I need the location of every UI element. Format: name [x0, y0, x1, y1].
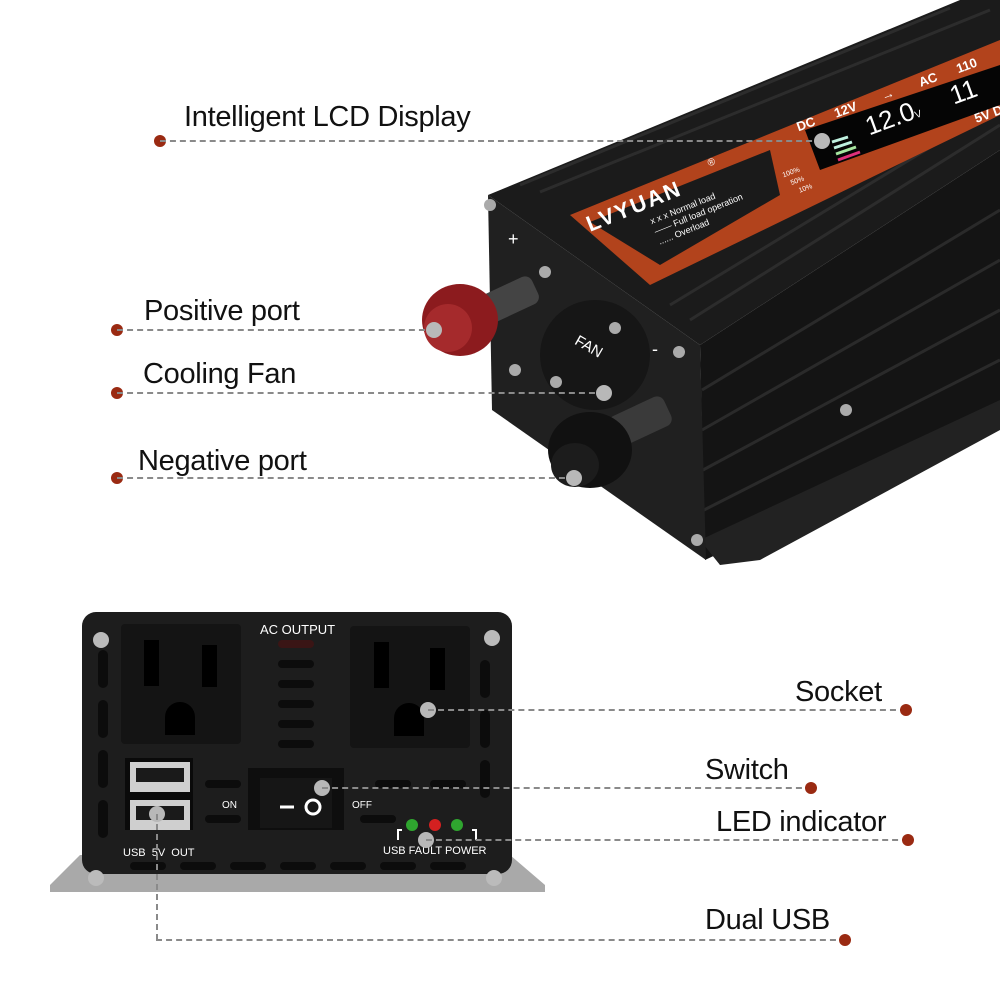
ac-volt-label: 110 [954, 55, 979, 76]
arrow-label: → [879, 85, 896, 104]
led-power [451, 819, 463, 831]
ac-output-label: AC OUTPUT [260, 622, 335, 637]
plus-label: + [508, 229, 519, 249]
leader-line [156, 939, 846, 941]
target-dot [566, 470, 582, 486]
leader-line [117, 477, 575, 479]
callout-cooling-fan: Cooling Fan [143, 358, 297, 390]
leader-line [428, 709, 906, 711]
led-labels: USB FAULT POWER [383, 845, 487, 857]
callout-dot [902, 834, 914, 846]
target-dot [814, 133, 830, 149]
leader-line [160, 140, 822, 142]
level-10: 10% [798, 183, 814, 194]
callout-dot [900, 704, 912, 716]
screws [484, 199, 852, 546]
led-usb [406, 819, 418, 831]
minus-label: - [652, 339, 658, 359]
lcd-screen [805, 65, 1000, 170]
callout-lcd-display: Intelligent LCD Display [184, 101, 471, 133]
negative-terminal [548, 396, 672, 488]
dc-label: DC [794, 113, 817, 134]
leader-line [156, 814, 158, 940]
level-50: 50% [790, 176, 806, 187]
ac-label: AC [917, 69, 940, 90]
positive-terminal [422, 276, 539, 356]
callout-switch: Switch [705, 754, 789, 786]
ac-socket-right[interactable] [350, 626, 470, 748]
callout-positive-port: Positive port [144, 295, 300, 327]
callout-dual-usb: Dual USB [705, 904, 830, 936]
callout-negative-port: Negative port [138, 445, 307, 477]
leader-line [117, 329, 435, 331]
target-dot [596, 385, 612, 401]
callout-dot [805, 782, 817, 794]
power-switch[interactable] [248, 768, 344, 830]
lcd-dc-unit: V [913, 108, 923, 121]
ac-socket-left[interactable] [121, 624, 241, 744]
battery-bars-icon [831, 135, 861, 162]
registered-mark: ® [706, 156, 718, 169]
leader-line [117, 392, 605, 394]
on-label: ON [222, 800, 237, 811]
callout-led-indicator: LED indicator [716, 806, 887, 838]
led-indicators [397, 819, 477, 840]
off-label: OFF [352, 800, 372, 811]
target-dot [426, 322, 442, 338]
led-fault [429, 819, 441, 831]
brand-panel [590, 150, 780, 265]
inverter-angled-view: DC 12V → AC 110 12.0 V 11 5V D 100% 50% … [422, 0, 1000, 565]
callout-dot [839, 934, 851, 946]
fan-icon [540, 300, 650, 410]
leader-line [426, 839, 908, 841]
front-screws [88, 630, 502, 886]
usb-out-label: USB 5V OUT [123, 847, 195, 859]
leader-line [322, 787, 812, 789]
callout-socket: Socket [795, 676, 882, 708]
